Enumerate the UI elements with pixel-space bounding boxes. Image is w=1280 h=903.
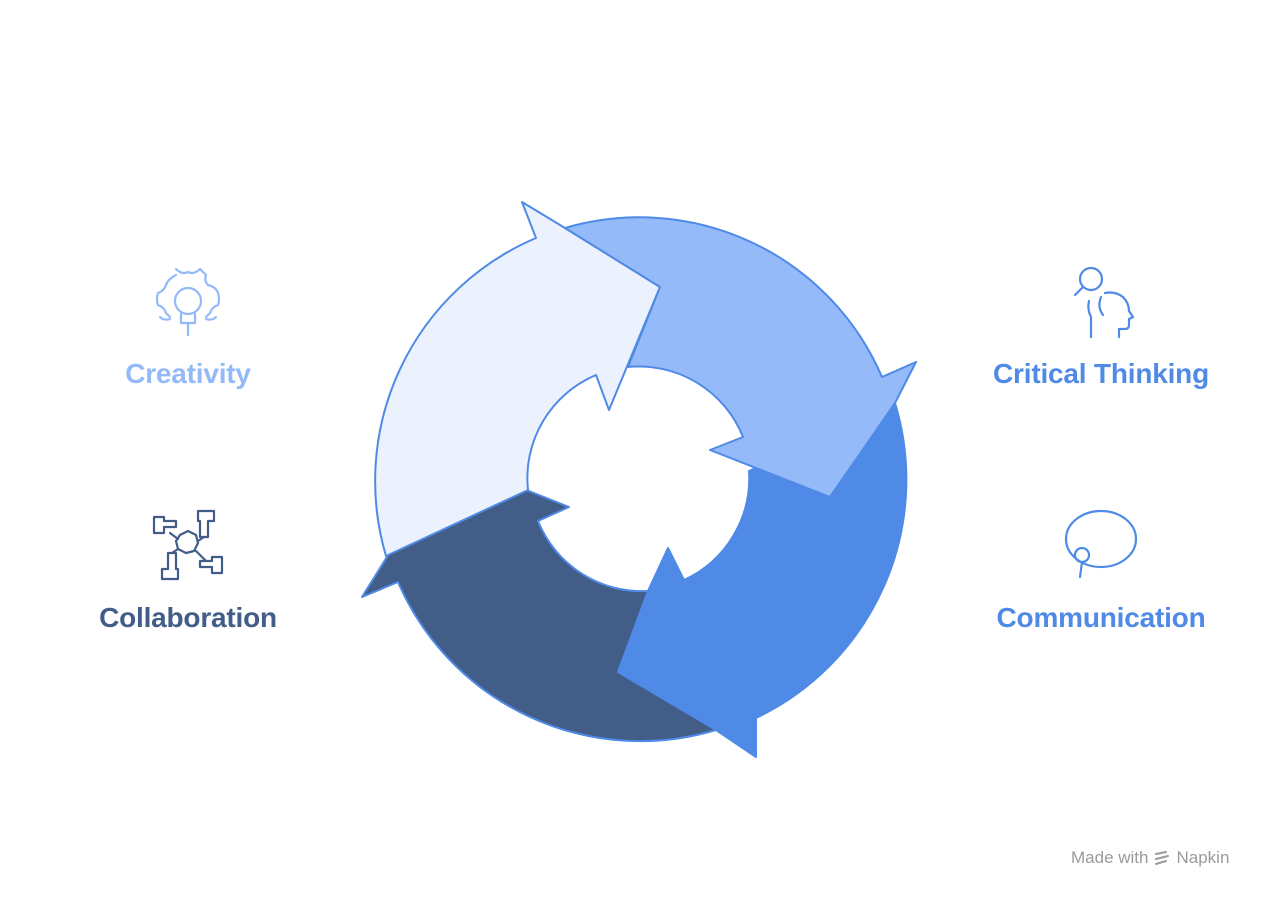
label-communication: Communication [996, 602, 1206, 633]
napkin-brand-text: Napkin [1176, 848, 1230, 867]
made-with-text: Made with [1071, 848, 1149, 867]
cycle-arrow-critical-thinking [564, 216, 917, 498]
label-critical-thinking: Critical Thinking [993, 358, 1209, 389]
cycle-arrow-collaboration [361, 457, 717, 743]
label-creativity: Creativity [125, 358, 251, 389]
head-magnifier-icon [1073, 266, 1135, 339]
cycle-arrow-creativity [374, 201, 661, 557]
label-collaboration: Collaboration [99, 602, 277, 633]
napkin-watermark[interactable]: Made with Napkin [1071, 848, 1229, 868]
lightbulb-gear-icon [155, 267, 221, 337]
joined-hands-icon [152, 509, 224, 581]
napkin-logo-icon [1155, 851, 1170, 865]
speech-bubble-icon [1064, 509, 1138, 579]
